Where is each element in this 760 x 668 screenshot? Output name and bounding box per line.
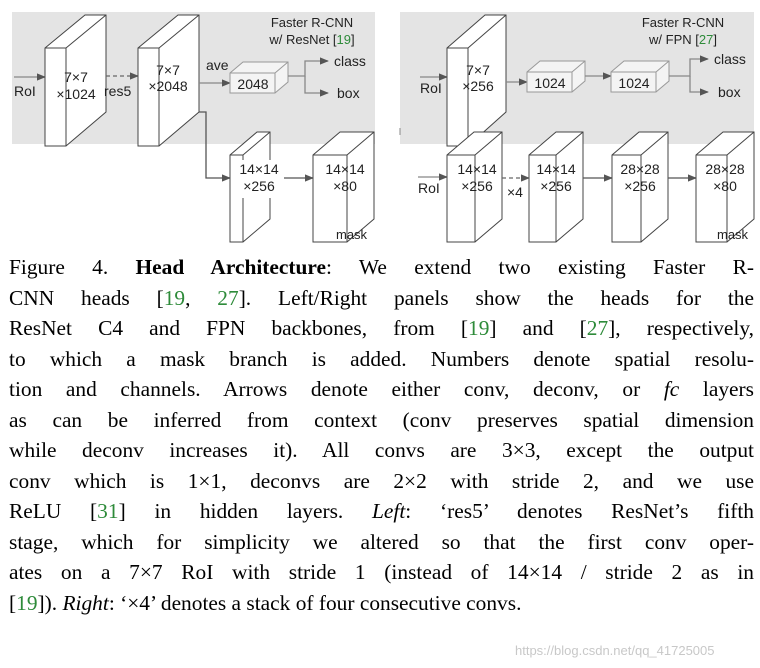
right-box1-line2: ×256: [462, 78, 494, 94]
right-roi-bottom-label: RoI: [418, 180, 440, 196]
left-mask-box2-line1: 14×14: [325, 161, 365, 177]
left-mask-box1-line1: 14×14: [239, 161, 279, 177]
right-m4-line2: ×80: [713, 178, 737, 194]
right-box-label: box: [718, 84, 741, 100]
right-panel: Faster R-CNN w/ FPN [27] RoI 7×7 ×256 10…: [399, 12, 755, 243]
caption-line: ReLU [31] in hidden layers. Left: ‘res5’…: [9, 499, 754, 523]
right-fc1-label: 1024: [534, 75, 565, 91]
right-m1-line1: 14×14: [457, 161, 497, 177]
left-box1-line1: 7×7: [64, 69, 88, 85]
right-m1-line2: ×256: [461, 178, 493, 194]
left-box1-line2: ×1024: [56, 86, 96, 102]
right-m4-line1: 28×28: [705, 161, 745, 177]
left-roi-label: RoI: [14, 83, 36, 99]
caption-line: [19]). Right: ‘×4’ denotes a stack of fo…: [9, 590, 522, 615]
right-fc2-label: 1024: [618, 75, 649, 91]
citation-link[interactable]: 19: [468, 316, 490, 340]
caption-line: CNN heads [19, 27]. Left/Right panels sh…: [9, 285, 754, 310]
caption-line: ates on a 7×7 RoI with stride 1 (instead…: [9, 560, 754, 584]
right-m2-line2: ×256: [540, 178, 572, 194]
left-title-line1: Faster R-CNN: [271, 15, 353, 30]
right-title-line1: Faster R-CNN: [642, 15, 724, 30]
left-fc-label: 2048: [237, 76, 268, 92]
left-box2-line2: ×2048: [148, 78, 188, 94]
right-class-label: class: [714, 51, 746, 67]
res5-label: res5: [104, 83, 131, 99]
right-m3-line2: ×256: [624, 178, 656, 194]
caption-line: conv which is 1×1, deconvs are 2×2 with …: [9, 468, 754, 493]
caption-line: Figure 4. Head Architecture: We extend t…: [9, 255, 755, 279]
citation-link[interactable]: 19: [163, 285, 186, 310]
right-m2-line1: 14×14: [536, 161, 576, 177]
caption-line: tion and channels. Arrows denote either …: [9, 377, 754, 401]
right-roi-top-label: RoI: [420, 80, 442, 96]
ave-label: ave: [206, 57, 229, 73]
x4-label: ×4: [507, 184, 523, 200]
left-panel: Faster R-CNN w/ ResNet [19] RoI 7×7 ×102…: [12, 12, 375, 243]
left-mask-label: mask: [336, 227, 368, 242]
citation-link[interactable]: 31: [97, 499, 119, 523]
citation-link[interactable]: 27: [217, 285, 239, 310]
left-mask-box2-line2: ×80: [333, 178, 357, 194]
left-title-line2: w/ ResNet [19]: [268, 32, 354, 47]
citation-link[interactable]: 27: [586, 316, 609, 340]
left-mask-box1-line2: ×256: [243, 178, 275, 194]
head-architecture-diagram: Faster R-CNN w/ ResNet [19] RoI 7×7 ×102…: [12, 12, 755, 243]
left-box-label: box: [337, 85, 360, 101]
caption-line: to which a mask branch is added. Numbers…: [9, 346, 754, 371]
caption-line: as can be inferred from context (conv pr…: [9, 407, 754, 432]
citation-link[interactable]: 19: [16, 590, 38, 615]
right-title-line2: w/ FPN [27]: [648, 32, 717, 47]
left-class-label: class: [334, 53, 366, 69]
caption-line: ResNet C4 and FPN backbones, from [19] a…: [9, 316, 755, 340]
caption-line: while deconv increases it). All convs ar…: [9, 438, 754, 462]
left-box2-line1: 7×7: [156, 62, 180, 78]
caption-line: stage, which for simplicity we altered s…: [9, 529, 754, 554]
watermark: https://blog.csdn.net/qq_41725005: [515, 643, 715, 658]
right-box1-line1: 7×7: [466, 62, 490, 78]
right-m3-line1: 28×28: [620, 161, 660, 177]
right-mask-label: mask: [717, 227, 749, 242]
figure-caption: Figure 4. Head Architecture: We extend t…: [9, 252, 754, 618]
